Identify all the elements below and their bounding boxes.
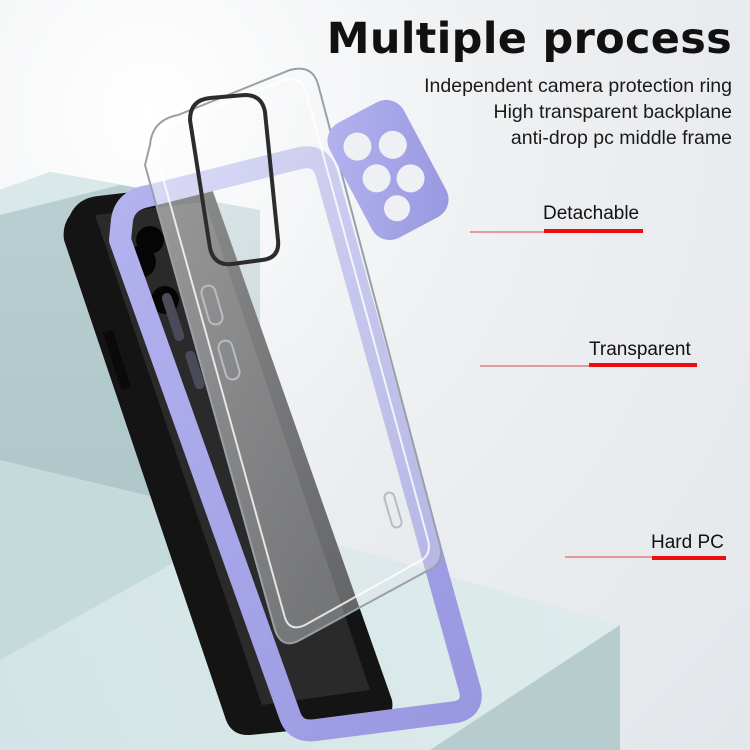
feature-list: Independent camera protection ring High … (424, 73, 732, 151)
callout-underline (589, 363, 697, 367)
feature-item: High transparent backplane (493, 101, 733, 123)
transparent-cover (143, 67, 442, 645)
feature-item: anti-drop pc middle frame (510, 127, 732, 149)
feature-item: Independent camera protection ring (424, 75, 732, 97)
callout-underline (544, 229, 643, 233)
callout-underline (652, 556, 726, 560)
callout-label: Hard PC (651, 532, 724, 553)
bumper-frame (109, 146, 482, 742)
callout-label: Detachable (543, 203, 640, 224)
camera-ring (327, 99, 449, 241)
callout-label: Transparent (589, 339, 691, 360)
page-title: Multiple process (326, 14, 732, 64)
